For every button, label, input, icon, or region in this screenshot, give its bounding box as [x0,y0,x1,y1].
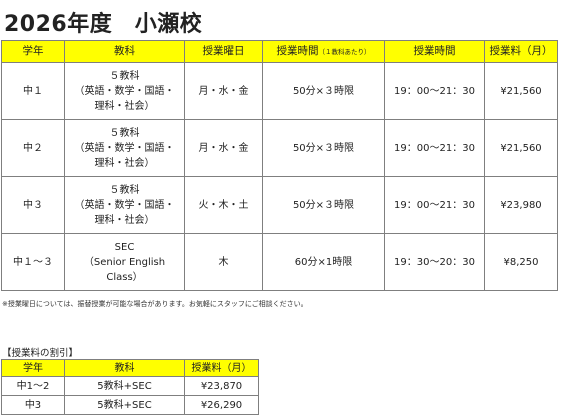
cell-subjects: ５教科 （英語・数学・国語・ 理科・社会） [64,119,185,177]
table-row: 中３ ５教科 （英語・数学・国語・ 理科・社会） 火・木・土 50分×３時限 1… [1,176,558,234]
header-subjects: 教科 [64,359,185,377]
schedule-note: ※授業曜日については、振替授業が可能な場合があります。お気軽にスタッフにご相談く… [2,300,308,308]
cell-duration: 60分×1時限 [262,233,385,291]
header-fee: 授業料（月） [184,359,259,377]
cell-duration: 50分×３時限 [262,176,385,234]
subjects-line: 理科・社会） [94,157,155,169]
table-row: 中1〜2 5教科+SEC ¥23,870 [1,376,259,396]
cell-duration: 50分×３時限 [262,119,385,177]
header-duration-note: （１教科あたり） [318,47,371,56]
cell-fee: ¥8,250 [484,233,558,291]
subjects-line: 理科・社会） [94,214,155,226]
header-time: 授業時間 [384,40,485,63]
table-row: 中3 5教科+SEC ¥26,290 [1,395,259,415]
discount-header-row: 学年 教科 授業料（月） [1,359,259,377]
cell-time: 19：30〜20：30 [384,233,485,291]
cell-subjects: ５教科 （英語・数学・国語・ 理科・社会） [64,176,185,234]
cell-fee: ¥26,290 [184,395,259,415]
cell-fee: ¥21,560 [484,119,558,177]
cell-grade: 中3 [1,395,65,415]
schedule-header-row: 学年 教科 授業曜日 授業時間（１教科あたり） 授業時間 授業料（月） [1,40,558,63]
schedule-table: 学年 教科 授業曜日 授業時間（１教科あたり） 授業時間 授業料（月） 中１ ５… [1,40,558,291]
discount-title: 【授業料の割引】 [2,348,79,359]
cell-days: 月・水・金 [184,119,263,177]
subjects-line: （英語・数学・国語・ [74,142,175,154]
subjects-line: ５教科 [109,70,140,82]
subjects-line: （Senior English [83,256,166,268]
cell-days: 月・水・金 [184,62,263,120]
header-days: 授業曜日 [184,40,263,63]
cell-subjects: 5教科+SEC [64,376,185,396]
subjects-line: Class） [106,271,143,283]
cell-grade: 中３ [1,176,65,234]
header-subjects: 教科 [64,40,185,63]
page-title: 2026年度 小瀬校 [4,12,203,37]
subjects-line: 理科・社会） [94,100,155,112]
cell-days: 火・木・土 [184,176,263,234]
header-duration: 授業時間（１教科あたり） [262,40,385,63]
cell-subjects: ５教科 （英語・数学・国語・ 理科・社会） [64,62,185,120]
cell-grade: 中１〜３ [1,233,65,291]
discount-table: 学年 教科 授業料（月） 中1〜2 5教科+SEC ¥23,870 中3 5教科… [1,359,259,415]
cell-subjects: SEC （Senior English Class） [64,233,185,291]
table-row: 中１ ５教科 （英語・数学・国語・ 理科・社会） 月・水・金 50分×３時限 1… [1,62,558,120]
cell-fee: ¥23,980 [484,176,558,234]
cell-time: 19：00〜21：30 [384,62,485,120]
subjects-line: SEC [114,241,135,253]
cell-grade: 中２ [1,119,65,177]
cell-time: 19：00〜21：30 [384,176,485,234]
header-grade: 学年 [1,359,65,377]
subjects-line: ５教科 [109,127,140,139]
header-duration-label: 授業時間 [276,44,319,57]
subjects-line: （英語・数学・国語・ [74,85,175,97]
cell-grade: 中１ [1,62,65,120]
cell-time: 19：00〜21：30 [384,119,485,177]
cell-fee: ¥21,560 [484,62,558,120]
header-grade: 学年 [1,40,65,63]
cell-grade: 中1〜2 [1,376,65,396]
cell-duration: 50分×３時限 [262,62,385,120]
subjects-line: ５教科 [109,184,140,196]
header-fee: 授業料（月） [484,40,558,63]
subjects-line: （英語・数学・国語・ [74,199,175,211]
cell-fee: ¥23,870 [184,376,259,396]
cell-subjects: 5教科+SEC [64,395,185,415]
table-row: 中２ ５教科 （英語・数学・国語・ 理科・社会） 月・水・金 50分×３時限 1… [1,119,558,177]
table-row: 中１〜３ SEC （Senior English Class） 木 60分×1時… [1,233,558,291]
cell-days: 木 [184,233,263,291]
